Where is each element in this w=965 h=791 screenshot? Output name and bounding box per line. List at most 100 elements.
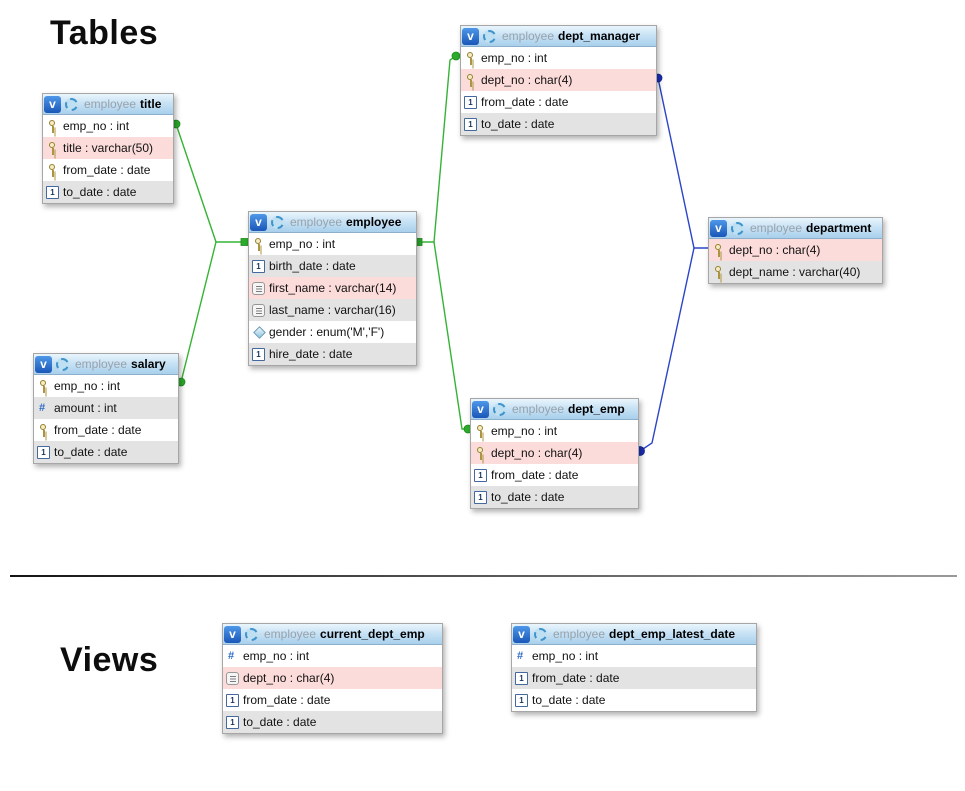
column-row[interactable]: from_date : date bbox=[512, 667, 756, 689]
column-label: emp_no : int bbox=[243, 649, 310, 663]
gear-icon bbox=[731, 221, 744, 235]
column-row[interactable]: to_date : date bbox=[471, 486, 638, 508]
column-label: emp_no : int bbox=[54, 379, 121, 393]
relation-title-employee[interactable] bbox=[175, 123, 241, 243]
number-icon bbox=[514, 649, 529, 664]
column-label: first_name : varchar(14) bbox=[269, 281, 397, 295]
column-label: emp_no : int bbox=[491, 424, 558, 438]
column-row[interactable]: emp_no : int bbox=[512, 645, 756, 667]
view-current-dept-emp[interactable]: v employee current_dept_emp emp_no : int… bbox=[222, 623, 443, 734]
table-dept-manager[interactable]: v employee dept_manager emp_no : int dep… bbox=[460, 25, 657, 136]
column-label: birth_date : date bbox=[269, 259, 356, 273]
table-name-label: employee bbox=[346, 215, 402, 229]
column-row[interactable]: dept_no : char(4) bbox=[709, 239, 882, 261]
gear-icon bbox=[493, 402, 506, 416]
view-dept-emp-latest-date[interactable]: v employee dept_emp_latest_date emp_no :… bbox=[511, 623, 757, 712]
column-row[interactable]: dept_name : varchar(40) bbox=[709, 261, 882, 283]
column-row[interactable]: from_date : date bbox=[223, 689, 442, 711]
date-icon bbox=[473, 468, 488, 483]
enum-icon bbox=[251, 325, 266, 340]
column-row[interactable]: emp_no : int bbox=[471, 420, 638, 442]
view-badge-icon: v bbox=[513, 625, 530, 643]
column-row[interactable]: dept_no : char(4) bbox=[461, 69, 656, 91]
view-badge-icon: v bbox=[35, 355, 52, 373]
key-icon bbox=[36, 379, 51, 394]
date-icon bbox=[514, 671, 529, 686]
column-row[interactable]: from_date : date bbox=[43, 159, 173, 181]
relation-salary-employee[interactable] bbox=[180, 241, 217, 383]
relation-dept-emp-department[interactable] bbox=[639, 247, 695, 452]
table-employee-header[interactable]: v employee employee bbox=[249, 212, 416, 233]
column-row[interactable]: emp_no : int bbox=[34, 375, 178, 397]
table-department[interactable]: v employee department dept_no : char(4) … bbox=[708, 217, 883, 284]
view-badge-icon: v bbox=[710, 219, 727, 237]
column-row[interactable]: to_date : date bbox=[34, 441, 178, 463]
view-badge-icon: v bbox=[462, 27, 479, 45]
column-label: to_date : date bbox=[54, 445, 128, 459]
column-label: dept_no : char(4) bbox=[729, 243, 821, 257]
table-salary-header[interactable]: v employee salary bbox=[34, 354, 178, 375]
column-row[interactable]: hire_date : date bbox=[249, 343, 416, 365]
gear-icon bbox=[56, 357, 69, 371]
schema-prefix-label: employee bbox=[750, 221, 803, 235]
column-row[interactable]: to_date : date bbox=[43, 181, 173, 203]
column-row[interactable]: from_date : date bbox=[461, 91, 656, 113]
table-name-label: current_dept_emp bbox=[320, 627, 425, 641]
column-row[interactable]: to_date : date bbox=[223, 711, 442, 733]
column-row[interactable]: emp_no : int bbox=[249, 233, 416, 255]
endpoint-dot-dept-manager bbox=[451, 51, 461, 61]
column-label: last_name : varchar(16) bbox=[269, 303, 396, 317]
table-dept-emp[interactable]: v employee dept_emp emp_no : int dept_no… bbox=[470, 398, 639, 509]
table-title-header[interactable]: v employee title bbox=[43, 94, 173, 115]
column-row[interactable]: gender : enum('M','F') bbox=[249, 321, 416, 343]
column-label: dept_name : varchar(40) bbox=[729, 265, 861, 279]
column-label: dept_no : char(4) bbox=[491, 446, 583, 460]
table-salary[interactable]: v employee salary emp_no : int amount : … bbox=[33, 353, 179, 464]
column-row[interactable]: dept_no : char(4) bbox=[471, 442, 638, 464]
column-row[interactable]: title : varchar(50) bbox=[43, 137, 173, 159]
table-employee[interactable]: v employee employee emp_no : int birth_d… bbox=[248, 211, 417, 366]
tables-section-heading: Tables bbox=[50, 14, 159, 52]
column-row[interactable]: emp_no : int bbox=[461, 47, 656, 69]
column-row[interactable]: last_name : varchar(16) bbox=[249, 299, 416, 321]
column-row[interactable]: birth_date : date bbox=[249, 255, 416, 277]
column-row[interactable]: to_date : date bbox=[512, 689, 756, 711]
column-row[interactable]: to_date : date bbox=[461, 113, 656, 135]
text-icon bbox=[225, 671, 240, 686]
date-icon bbox=[463, 117, 478, 132]
view-current-dept-emp-header[interactable]: v employee current_dept_emp bbox=[223, 624, 442, 645]
key-icon bbox=[711, 265, 726, 280]
table-name-label: title bbox=[140, 97, 162, 111]
key-icon bbox=[473, 446, 488, 461]
endpoint-square-employee-left bbox=[240, 238, 249, 246]
column-row[interactable]: emp_no : int bbox=[43, 115, 173, 137]
column-label: from_date : date bbox=[54, 423, 142, 437]
column-label: dept_no : char(4) bbox=[481, 73, 573, 87]
table-title[interactable]: v employee title emp_no : int title : va… bbox=[42, 93, 174, 204]
column-row[interactable]: from_date : date bbox=[471, 464, 638, 486]
relation-employee-dept-manager[interactable] bbox=[422, 55, 457, 243]
table-department-header[interactable]: v employee department bbox=[709, 218, 882, 239]
table-dept-emp-header[interactable]: v employee dept_emp bbox=[471, 399, 638, 420]
view-dept-emp-latest-date-header[interactable]: v employee dept_emp_latest_date bbox=[512, 624, 756, 645]
view-badge-icon: v bbox=[472, 400, 489, 418]
column-row[interactable]: amount : int bbox=[34, 397, 178, 419]
schema-prefix-label: employee bbox=[84, 97, 137, 111]
column-label: to_date : date bbox=[63, 185, 137, 199]
table-dept-manager-header[interactable]: v employee dept_manager bbox=[461, 26, 656, 47]
schema-prefix-label: employee bbox=[553, 627, 606, 641]
gear-icon bbox=[483, 29, 496, 43]
table-name-label: dept_emp_latest_date bbox=[609, 627, 736, 641]
column-row[interactable]: first_name : varchar(14) bbox=[249, 277, 416, 299]
view-badge-icon: v bbox=[250, 213, 267, 231]
column-row[interactable]: dept_no : char(4) bbox=[223, 667, 442, 689]
table-name-label: salary bbox=[131, 357, 166, 371]
relation-dept-manager-department[interactable] bbox=[657, 77, 708, 249]
column-row[interactable]: emp_no : int bbox=[223, 645, 442, 667]
gear-icon bbox=[245, 627, 258, 641]
column-row[interactable]: from_date : date bbox=[34, 419, 178, 441]
relation-employee-dept-emp[interactable] bbox=[433, 241, 468, 430]
gear-icon bbox=[534, 627, 547, 641]
view-badge-icon: v bbox=[224, 625, 241, 643]
table-name-label: dept_emp bbox=[568, 402, 625, 416]
